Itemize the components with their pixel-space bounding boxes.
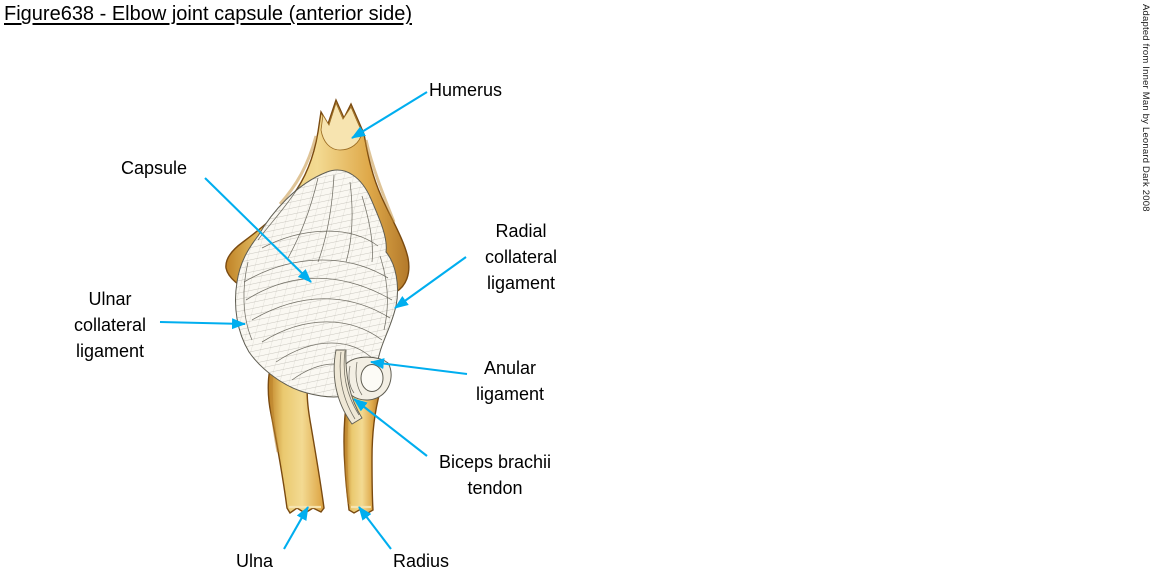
label-anular-ligament: Anular ligament bbox=[475, 358, 545, 404]
capsule-leader bbox=[204, 177, 312, 283]
figure-credit: Adapted from Inner Man by Leonard Dark 2… bbox=[1140, 4, 1151, 212]
label-capsule: Capsule bbox=[121, 158, 188, 178]
label-radius: Radius bbox=[393, 551, 450, 570]
label-humerus: Humerus bbox=[429, 80, 503, 100]
joint-capsule bbox=[235, 169, 399, 398]
figure-title: Figure638 - Elbow joint capsule (anterio… bbox=[4, 3, 412, 25]
radial-collateral-leader bbox=[394, 256, 467, 309]
anular-ligament-leader bbox=[370, 358, 468, 376]
biceps-tendon-leader bbox=[353, 398, 428, 457]
label-ulna: Ulna bbox=[236, 551, 274, 570]
label-radial-collateral-ligament: Radial collateral ligament bbox=[484, 221, 558, 293]
radius-leader bbox=[358, 506, 392, 550]
leader-arrows bbox=[159, 91, 468, 550]
ulna-leader bbox=[283, 506, 309, 550]
label-biceps-brachii-tendon: Biceps brachii tendon bbox=[438, 452, 552, 498]
humerus-leader bbox=[351, 91, 428, 139]
ulnar-collateral-leader bbox=[159, 318, 246, 330]
label-ulnar-collateral-ligament: Ulnar collateral ligament bbox=[73, 289, 147, 361]
